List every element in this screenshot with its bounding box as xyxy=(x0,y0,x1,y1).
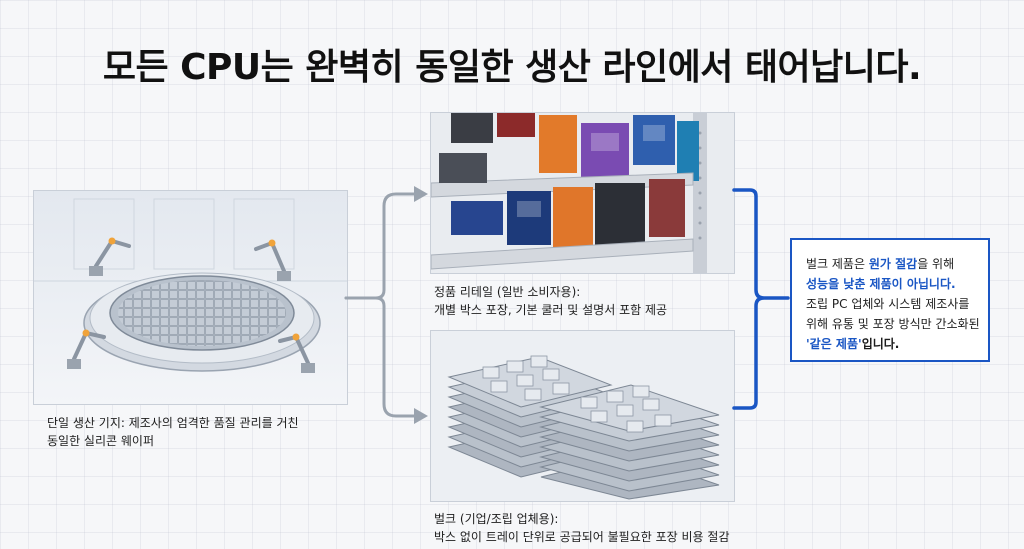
callout-box: 벌크 제품은 원가 절감을 위해 성능을 낮춘 제품이 아닙니다. 조립 PC … xyxy=(790,238,990,362)
wafer-caption: 단일 생산 기지: 제조사의 엄격한 품질 관리를 거친 동일한 실리콘 웨이퍼 xyxy=(47,414,299,450)
bulk-caption: 벌크 (기업/조립 업체용): 박스 없이 트레이 단위로 공급되어 불필요한 … xyxy=(434,510,729,546)
callout-line4: 위해 유통 및 포장 방식만 간소화된 xyxy=(806,317,980,331)
blue-bracket xyxy=(732,188,790,410)
callout-line2: 성능을 낮춘 제품이 아닙니다. xyxy=(806,277,956,291)
wafer-caption-line1: 단일 생산 기지: 제조사의 엄격한 품질 관리를 거친 xyxy=(47,416,299,430)
callout-text: 벌크 제품은 xyxy=(806,257,869,271)
bulk-caption-line2: 박스 없이 트레이 단위로 공급되어 불필요한 포장 비용 절감 xyxy=(434,530,730,544)
callout-line3: 조립 PC 업체와 시스템 제조사를 xyxy=(806,297,970,311)
callout-text: 을 위해 xyxy=(917,257,955,271)
wafer-caption-line2: 동일한 실리콘 웨이퍼 xyxy=(47,434,154,448)
retail-caption: 정품 리테일 (일반 소비자용): 개별 박스 포장, 기본 쿨러 및 설명서 … xyxy=(434,283,667,319)
branch-connector xyxy=(344,186,428,424)
retail-caption-line2: 개별 박스 포장, 기본 쿨러 및 설명서 포함 제공 xyxy=(434,303,668,317)
callout-line1: 벌크 제품은 원가 절감을 위해 xyxy=(806,254,978,274)
wafer-illustration xyxy=(33,190,348,405)
retail-shelf-illustration xyxy=(430,112,735,274)
callout-text: 입니다. xyxy=(861,337,900,351)
page-title: 모든 CPU는 완벽히 동일한 생산 라인에서 태어납니다. xyxy=(102,47,922,88)
bulk-caption-line1: 벌크 (기업/조립 업체용): xyxy=(434,512,559,526)
retail-caption-line1: 정품 리테일 (일반 소비자용): xyxy=(434,285,581,299)
callout-line5: '같은 제품'입니다. xyxy=(806,334,978,354)
callout-highlight: '같은 제품' xyxy=(806,337,862,351)
bulk-tray-illustration xyxy=(430,330,735,502)
callout-highlight: 원가 절감 xyxy=(868,257,918,271)
